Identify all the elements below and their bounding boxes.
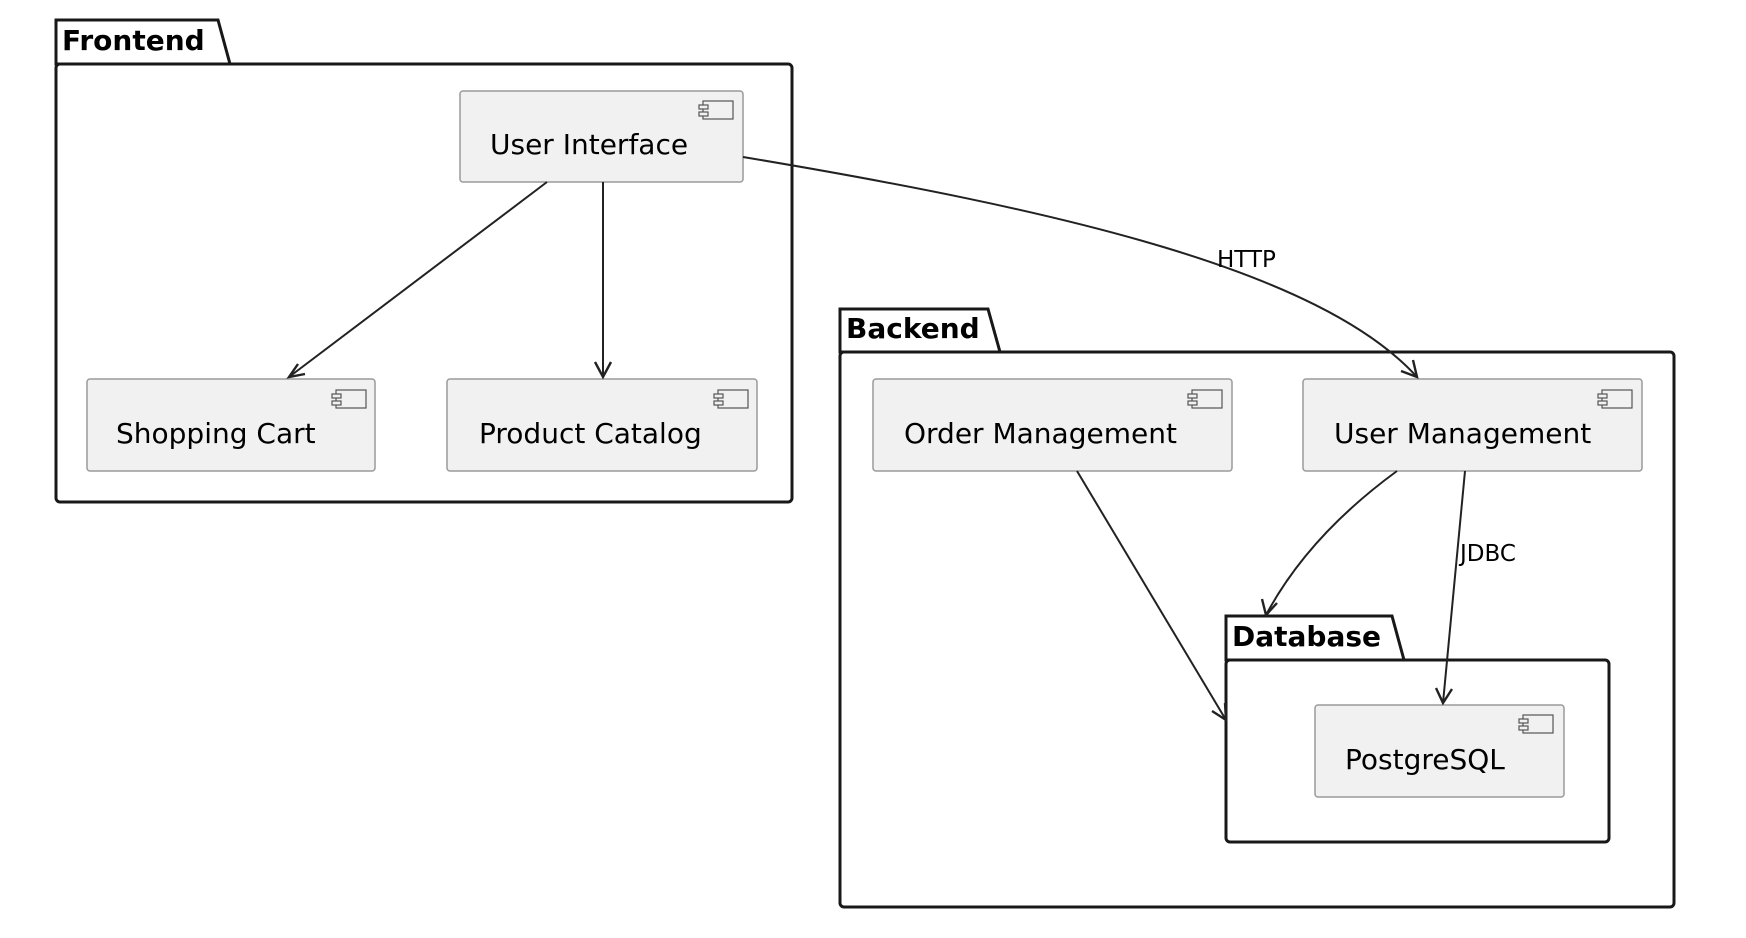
edge-label-jdbc: JDBC [1458, 541, 1516, 567]
package-backend-label: Backend [846, 312, 980, 345]
component-box [872, 378, 1233, 472]
edge-line [1265, 470, 1398, 616]
package-frontend-label: Frontend [62, 24, 205, 57]
edge-line [1442, 470, 1466, 704]
component-box [86, 378, 376, 472]
arrowhead [286, 363, 306, 379]
arrowhead [1211, 702, 1228, 723]
component-icon [713, 389, 749, 409]
component-label: User Management [1334, 417, 1591, 450]
edge-line [742, 156, 1418, 378]
arrowhead [1400, 359, 1419, 379]
component-label: Shopping Cart [116, 417, 316, 450]
arrowhead [593, 361, 613, 380]
component-icon [331, 389, 367, 409]
component-box [1302, 378, 1643, 472]
edge-ui-to-user-management: HTTP [742, 156, 1419, 379]
component-product-catalog[interactable]: Product Catalog [446, 378, 758, 472]
component-user-management[interactable]: User Management [1302, 378, 1643, 472]
edge-ui-to-product-catalog [593, 182, 613, 380]
component-icon [1597, 389, 1633, 409]
component-postgresql[interactable]: PostgreSQL [1314, 704, 1565, 798]
component-icon [1187, 389, 1223, 409]
component-label: PostgreSQL [1345, 743, 1505, 776]
component-shopping-cart[interactable]: Shopping Cart [86, 378, 376, 472]
component-box [459, 90, 744, 183]
component-user-interface[interactable]: User Interface [459, 90, 744, 183]
component-icon [1518, 714, 1554, 734]
edge-order-management-to-database [1076, 470, 1228, 723]
component-label: Product Catalog [479, 417, 702, 450]
package-database-label: Database [1232, 620, 1381, 653]
arrowhead [1260, 598, 1278, 618]
edge-line [288, 181, 548, 378]
component-order-management[interactable]: Order Management [872, 378, 1233, 472]
edge-line [1076, 470, 1227, 721]
edge-label-http: HTTP [1217, 247, 1276, 273]
component-box [1314, 704, 1565, 798]
edge-user-management-to-database [1260, 470, 1398, 618]
component-label: Order Management [904, 417, 1177, 450]
edge-user-management-to-postgresql: JDBC [1434, 470, 1516, 706]
edge-ui-to-shopping-cart [286, 181, 548, 379]
component-label: User Interface [490, 128, 688, 161]
component-box [446, 378, 758, 472]
arrowhead [1434, 687, 1454, 706]
component-icon [698, 100, 734, 120]
